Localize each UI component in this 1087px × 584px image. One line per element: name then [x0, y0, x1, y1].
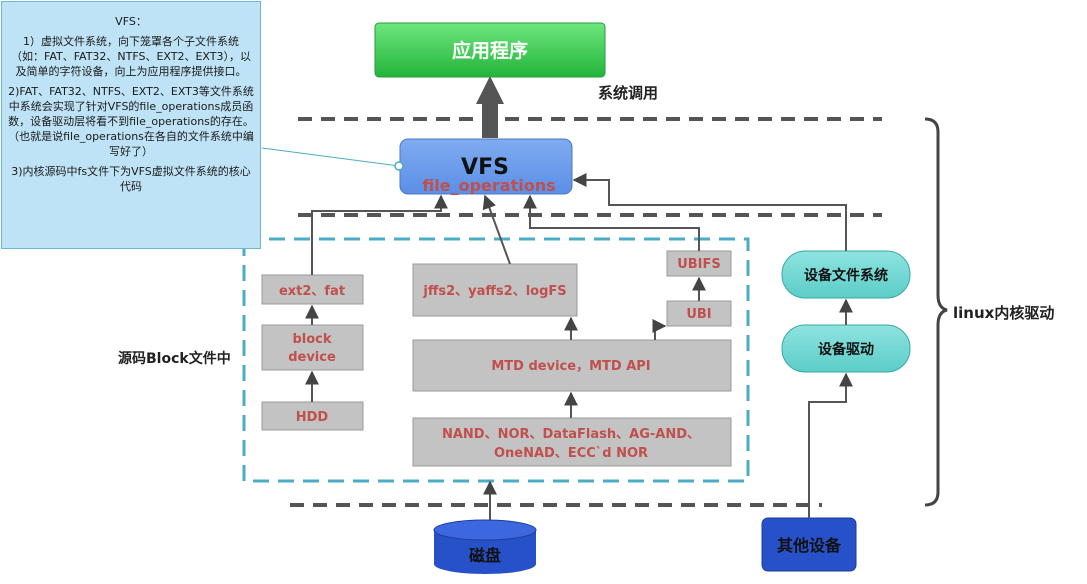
- disk-icon: [433, 519, 537, 574]
- note-title: VFS：: [115, 15, 147, 28]
- disk-label: 磁盘: [469, 546, 501, 565]
- ubifs-label: UBIFS: [677, 257, 721, 272]
- vfs-title: VFS: [461, 155, 509, 180]
- ubi-label: UBI: [686, 307, 711, 322]
- other-device-label: 其他设备: [777, 536, 842, 555]
- hdd-label: HDD: [296, 410, 329, 425]
- nand-label-2: OneNAD、ECC`d NOR: [494, 446, 648, 461]
- ext2-label: ext2、fat: [279, 284, 345, 299]
- block-label-1: block: [292, 332, 331, 347]
- kernel-driver-label: linux内核驱动: [953, 304, 1054, 322]
- note-line-2: 2)FAT、FAT32、NTFS、EXT2、EXT3等文件系统中系统会实现了针对…: [8, 85, 254, 158]
- mtd-label: MTD device，MTD API: [491, 359, 650, 374]
- block-label-2: device: [288, 350, 336, 365]
- syscall-arrow-shaft: [482, 100, 498, 138]
- note-anchor: [394, 161, 404, 171]
- ubi-box: [666, 300, 732, 327]
- jffs-label: jffs2、yaffs2、logFS: [422, 284, 566, 299]
- syscall-arrow-head: [476, 76, 504, 104]
- block-source-label: 源码Block文件中: [118, 350, 231, 367]
- note-connector: [261, 147, 400, 167]
- vfs-note-callout: VFS： 1）虚拟文件系统，向下笼罩各个子文件系统（如：FAT、FAT32、NT…: [1, 1, 261, 249]
- ext2-box: [261, 274, 364, 305]
- syscall-label: 系统调用: [598, 84, 658, 102]
- note-line-1: 1）虚拟文件系统，向下笼罩各个子文件系统（如：FAT、FAT32、NTFS、EX…: [11, 35, 251, 78]
- block-source-region: [242, 237, 750, 483]
- devfs-label: 设备文件系统: [804, 267, 888, 284]
- note-line-3: 3)内核源码中fs文件下为VFS虚拟文件系统的核心代码: [11, 165, 251, 193]
- nand-label-1: NAND、NOR、DataFlash、AG-AND、: [442, 427, 700, 442]
- app-box: [374, 22, 606, 78]
- app-label: 应用程序: [452, 39, 528, 62]
- kernel-brace: [924, 117, 948, 507]
- devdrv-label: 设备驱动: [818, 341, 874, 358]
- mtd-box: [412, 339, 732, 392]
- nand-box: [412, 417, 732, 467]
- vfs-subtitle: file_operations: [422, 176, 555, 195]
- connectors: [305, 173, 853, 520]
- jffs-box: [412, 263, 578, 317]
- block-device-box: [261, 324, 364, 371]
- ubifs-box: [666, 250, 732, 277]
